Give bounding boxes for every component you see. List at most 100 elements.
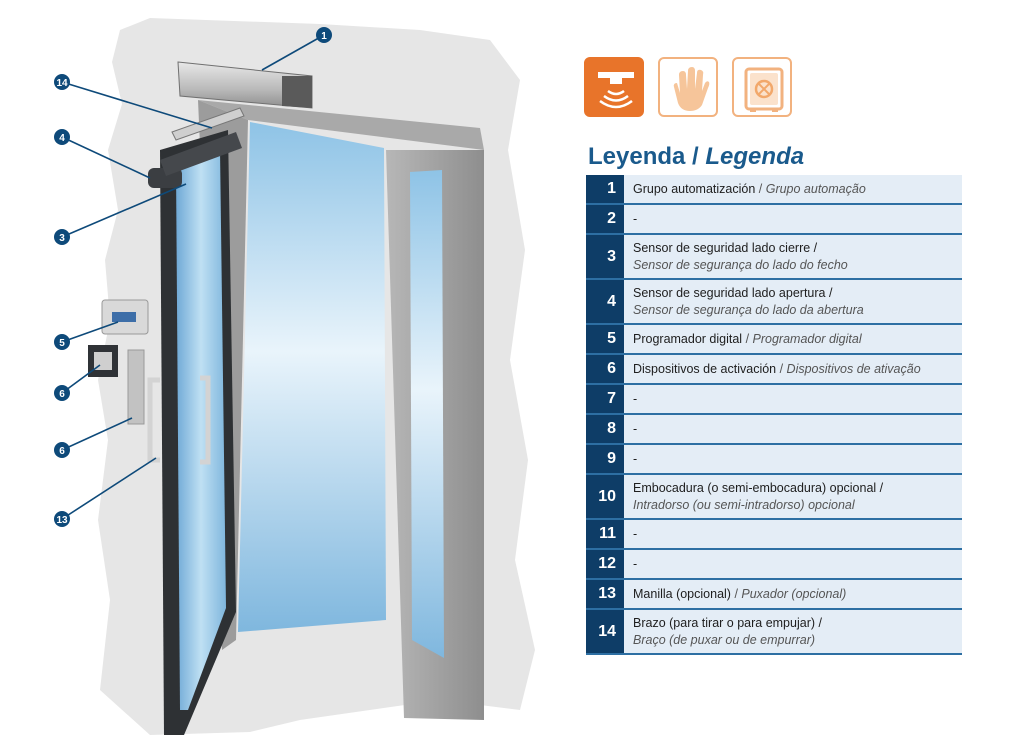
legend-line: - (633, 556, 956, 573)
legend-text: - (624, 385, 962, 413)
legend-row: 11- (586, 520, 962, 550)
sensor-icon (584, 57, 644, 117)
legend-row: 13 Manilla (opcional) / Puxador (opcional… (586, 580, 962, 610)
door-leaf-glass (176, 150, 226, 710)
svg-text:13: 13 (56, 515, 68, 526)
legend-number: 5 (586, 325, 624, 353)
opening-glass (238, 122, 386, 632)
legend-spanish: Brazo (para tirar o para empujar) / (633, 615, 822, 630)
legend-spanish: Grupo automatización (633, 181, 756, 196)
legend-line: Brazo (para tirar o para empujar) / (633, 615, 956, 632)
legend-line: - (633, 451, 956, 468)
callout-4: 4 (54, 129, 70, 145)
callout-13: 13 (54, 511, 70, 527)
legend-text: Dispositivos de activación / Dispositivo… (624, 355, 962, 383)
svg-text:4: 4 (59, 133, 65, 144)
legend-row: 9- (586, 445, 962, 475)
legend-table: 1 Grupo automatización / Grupo automação 2… (586, 175, 962, 655)
legend-text: - (624, 205, 962, 233)
legend-separator: / (755, 181, 766, 196)
legend-line: - (633, 391, 956, 408)
legend-line: - (633, 526, 956, 543)
callout-1: 1 (316, 27, 332, 43)
legend-spanish: - (633, 556, 638, 571)
legend-number: 1 (586, 175, 624, 203)
legend-row: 3 Sensor de seguridad lado cierre / Sensor… (586, 235, 962, 280)
legend-row: 1 Grupo automatización / Grupo automação (586, 175, 962, 205)
legend-spanish: Sensor de seguridad lado cierre / (633, 240, 818, 255)
legend-spanish: - (633, 451, 638, 466)
legend-title: Leyenda / Legenda (588, 143, 804, 171)
legend-spanish: Sensor de seguridad lado apertura / (633, 285, 833, 300)
safe-lock-icon (732, 57, 792, 117)
legend-title-pt: Legenda (705, 143, 805, 170)
svg-text:14: 14 (56, 78, 68, 89)
callout-5: 5 (54, 334, 70, 350)
callout-6a: 6 (54, 385, 70, 401)
legend-portuguese: Intradorso (ou semi-intradorso) opcional (633, 497, 855, 512)
legend-line: Sensor de seguridad lado cierre / (633, 240, 956, 257)
frame-right-glass (410, 170, 444, 658)
legend-text: - (624, 445, 962, 473)
legend-portuguese: Programador digital (752, 331, 862, 346)
legend-row: 5 Programador digital / Programador digit… (586, 325, 962, 355)
legend-row: 12- (586, 550, 962, 580)
legend-row: 8- (586, 415, 962, 445)
legend-spanish: - (633, 391, 638, 406)
sensor-bar-closing (160, 132, 242, 176)
legend-title-es: Leyenda (588, 143, 686, 170)
svg-text:6: 6 (59, 389, 65, 400)
legend-line: Dispositivos de activación / Dispositivo… (633, 361, 956, 378)
callout-lines (61, 34, 325, 520)
legend-text: Manilla (opcional) / Puxador (opcional) (624, 580, 962, 608)
legend-row: 2- (586, 205, 962, 235)
legend-line: Manilla (opcional) / Puxador (opcional) (633, 586, 956, 603)
legend-spanish: - (633, 526, 638, 541)
legend-number: 7 (586, 385, 624, 413)
legend-number: 2 (586, 205, 624, 233)
legend-line: Programador digital / Programador digita… (633, 331, 956, 348)
svg-text:3: 3 (59, 233, 65, 244)
legend-number: 10 (586, 475, 624, 518)
legend-spanish: Manilla (opcional) (633, 586, 731, 601)
legend-number: 12 (586, 550, 624, 578)
legend-line: Grupo automatización / Grupo automação (633, 181, 956, 198)
svg-text:1: 1 (321, 31, 327, 42)
legend-text: Embocadura (o semi-embocadura) opcional … (624, 475, 962, 518)
callout-14: 14 (54, 74, 70, 90)
legend-title-sep: / (685, 143, 706, 170)
legend-portuguese: Braço (de puxar ou de empurrar) (633, 632, 816, 647)
legend-spanish: Dispositivos de activación (633, 361, 777, 376)
legend-portuguese: Sensor de segurança do lado da abertura (633, 302, 864, 317)
legend-text: Grupo automatización / Grupo automação (624, 175, 962, 203)
legend-spanish: Programador digital (633, 331, 743, 346)
legend-separator: / (776, 361, 787, 376)
legend-text: Brazo (para tirar o para empujar) / Braço… (624, 610, 962, 653)
legend-portuguese: Puxador (opcional) (741, 586, 847, 601)
legend-spanish: - (633, 211, 638, 226)
legend-portuguese: Dispositivos de ativação (786, 361, 921, 376)
wall-switch-device (127, 349, 145, 425)
legend-text: Programador digital / Programador digita… (624, 325, 962, 353)
hand-push-icon (658, 57, 718, 117)
legend-number: 3 (586, 235, 624, 278)
door-illustration: 1 14 4 3 5 6 6 13 (54, 18, 535, 735)
legend-number: 14 (586, 610, 624, 653)
legend-line: - (633, 211, 956, 228)
legend-text: Sensor de seguridad lado apertura / Senso… (624, 280, 962, 323)
legend-number: 11 (586, 520, 624, 548)
door-handle (147, 375, 211, 465)
legend-separator: / (742, 331, 753, 346)
callout-3: 3 (54, 229, 70, 245)
frame-top (198, 100, 484, 150)
svg-text:5: 5 (59, 338, 65, 349)
legend-number: 13 (586, 580, 624, 608)
legend-number: 9 (586, 445, 624, 473)
legend-spanish: - (633, 421, 638, 436)
legend-portuguese: Sensor de segurança do lado do fecho (633, 257, 848, 272)
legend-row: 7- (586, 385, 962, 415)
legend-number: 6 (586, 355, 624, 383)
